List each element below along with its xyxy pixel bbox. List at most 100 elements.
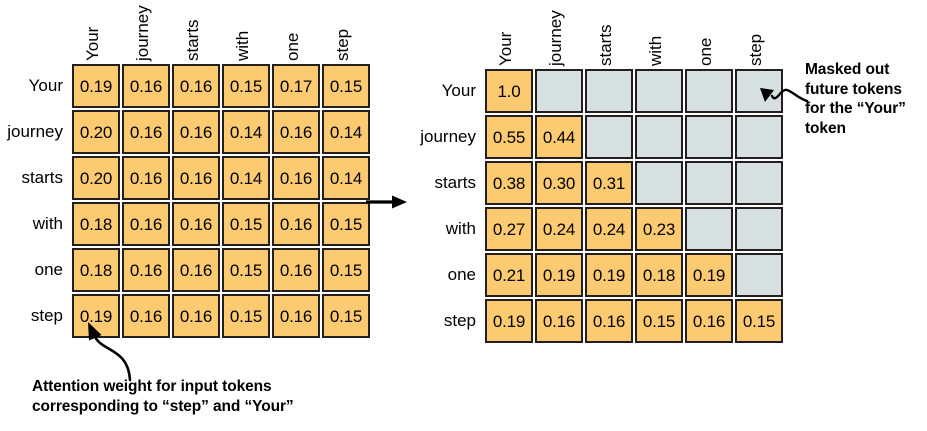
row-label-journey: journey	[420, 127, 476, 146]
heatmap-cell-masked	[685, 115, 733, 159]
heatmap-cell: 0.15	[735, 299, 783, 343]
heatmap-cell: 0.19	[685, 253, 733, 297]
transform-arrow-icon	[366, 195, 407, 209]
heatmap-cell: 0.16	[172, 110, 220, 154]
heatmap-cell: 0.16	[172, 64, 220, 108]
heatmap-cell: 0.18	[72, 248, 120, 292]
mask-caption-line-2: future tokens	[805, 80, 902, 98]
heatmap-cell-masked	[735, 161, 783, 205]
column-label-your: Your	[83, 26, 102, 61]
heatmap-cell: 0.15	[222, 64, 270, 108]
heatmap-cell: 0.16	[122, 110, 170, 154]
heatmap-cell-masked	[535, 69, 583, 113]
column-label-group-right: Your journey starts with one step	[485, 5, 783, 67]
row-label-with: with	[32, 214, 63, 233]
heatmap-cell: 0.17	[272, 64, 320, 108]
heatmap-cell-masked	[735, 253, 783, 297]
heatmap-cell: 0.38	[485, 161, 533, 205]
heatmap-cell: 0.15	[322, 294, 370, 338]
heatmap-cell: 0.16	[585, 299, 633, 343]
heatmap-cell: 0.16	[272, 248, 320, 292]
heatmap-cell: 0.20	[72, 110, 120, 154]
row-label-starts: starts	[21, 168, 63, 187]
heatmap-cell-masked	[635, 115, 683, 159]
heatmap-cell: 0.16	[122, 202, 170, 246]
heatmap-cell: 0.14	[222, 156, 270, 200]
bottom-caption-line-2: corresponding to “step” and “Your”	[32, 397, 294, 415]
heatmap-cell: 0.24	[585, 207, 633, 251]
row-label-journey: journey	[7, 122, 63, 141]
heatmap-cell: 0.30	[535, 161, 583, 205]
heatmap-cell: 1.0	[485, 69, 533, 113]
heatmap-cell: 0.20	[72, 156, 120, 200]
heatmap-cell: 0.16	[122, 294, 170, 338]
heatmap-cell: 0.55	[485, 115, 533, 159]
heatmap-cell: 0.19	[535, 253, 583, 297]
heatmap-cell: 0.15	[322, 64, 370, 108]
heatmap-cell: 0.18	[635, 253, 683, 297]
heatmap-cell: 0.16	[272, 294, 320, 338]
column-label-starts: starts	[596, 24, 615, 66]
column-label-your: Your	[496, 31, 515, 66]
heatmap-cell-masked	[635, 161, 683, 205]
heatmap-cell-masked	[735, 207, 783, 251]
heatmap-cell-masked	[685, 69, 733, 113]
heatmap-cell: 0.16	[172, 202, 220, 246]
row-label-step: step	[30, 306, 63, 325]
heatmap-cell-masked	[735, 69, 783, 113]
heatmap-cell: 0.15	[222, 248, 270, 292]
heatmap-cell: 0.16	[122, 64, 170, 108]
bottom-caption-line-1: Attention weight for input tokens	[32, 378, 272, 395]
row-label-your: Your	[441, 81, 476, 100]
heatmap-cell: 0.14	[322, 110, 370, 154]
heatmap-cell: 0.14	[322, 156, 370, 200]
row-label-with: with	[445, 219, 476, 238]
heatmap-cell: 0.16	[685, 299, 733, 343]
column-label-journey: journey	[546, 10, 565, 66]
heatmap-cell: 0.19	[72, 294, 120, 338]
heatmap-cell: 0.15	[222, 202, 270, 246]
heatmap-cell: 0.31	[585, 161, 633, 205]
mask-caption-line-4: token	[805, 120, 846, 138]
row-label-step: step	[443, 311, 476, 330]
heatmap-cell: 0.16	[172, 156, 220, 200]
row-label-one: one	[447, 265, 476, 284]
heatmap-cell: 0.27	[485, 207, 533, 251]
row-label-starts: starts	[434, 173, 476, 192]
heatmap-cell: 0.15	[322, 248, 370, 292]
mask-caption: Masked out future tokens for the “Your” …	[805, 60, 927, 139]
heatmap-cell: 0.24	[535, 207, 583, 251]
heatmap-cell: 0.15	[635, 299, 683, 343]
heatmap-cell: 0.16	[535, 299, 583, 343]
heatmap-cell: 0.23	[635, 207, 683, 251]
heatmap-cell: 0.21	[485, 253, 533, 297]
heatmap-cell: 0.15	[322, 202, 370, 246]
row-label-group-left: Your journey starts with one step	[0, 64, 72, 338]
heatmap-cell: 0.19	[485, 299, 533, 343]
heatmap-cell-masked	[585, 69, 633, 113]
mask-callout-arrow-icon	[760, 88, 809, 103]
column-label-one: one	[283, 32, 302, 61]
column-label-with: with	[233, 30, 252, 61]
bottom-caption: Attention weight for input tokens corres…	[32, 377, 294, 416]
row-label-one: one	[34, 260, 63, 279]
heatmap-cell: 0.16	[122, 248, 170, 292]
bottom-callout-arrow-icon	[88, 322, 132, 382]
heatmap-cell: 0.16	[272, 202, 320, 246]
heatmap-cell: 0.14	[222, 110, 270, 154]
heatmap-cell: 0.15	[222, 294, 270, 338]
heatmap-cell: 0.16	[172, 248, 220, 292]
column-label-step: step	[746, 33, 765, 66]
heatmap-cell: 0.16	[272, 156, 320, 200]
heatmap-cell-masked	[585, 115, 633, 159]
heatmap-cell-masked	[635, 69, 683, 113]
mask-caption-line-3: for the “Your”	[805, 100, 906, 118]
heatmap-cell-masked	[685, 161, 733, 205]
row-label-group-right: Your journey starts with one step	[413, 69, 485, 343]
heatmap-cell: 0.16	[272, 110, 320, 154]
heatmap-cell: 0.16	[122, 156, 170, 200]
heatmap-cell: 0.18	[72, 202, 120, 246]
column-label-step: step	[333, 28, 352, 61]
